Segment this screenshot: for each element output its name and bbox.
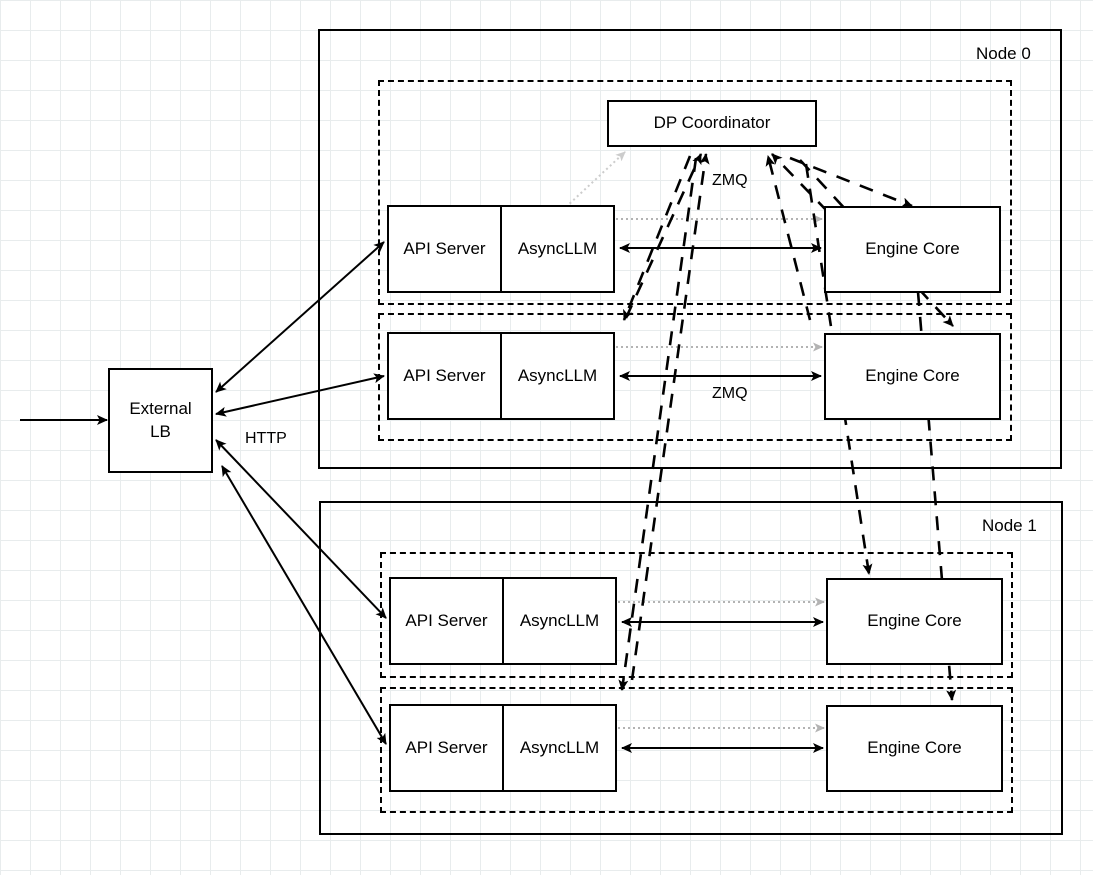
- dp-group-3: [380, 687, 1013, 813]
- zmq-edge-label-0: ZMQ: [712, 172, 748, 189]
- dp-coordinator-box: DP Coordinator: [607, 100, 817, 147]
- edge-lb-to-api-3: [221, 465, 387, 745]
- dp-group-0: [378, 80, 1012, 305]
- api-server-label-3: API Server: [391, 706, 504, 790]
- external-lb-box: External LB: [108, 368, 213, 473]
- engine-core-0: Engine Core: [824, 206, 1001, 293]
- external-lb-label-line1: External: [129, 398, 192, 418]
- zmq-edge-label-1: ZMQ: [712, 385, 748, 402]
- edge-lb-to-api-0: [215, 241, 385, 393]
- node-1-container: [319, 501, 1063, 835]
- asyncllm-label-0: AsyncLLM: [517, 239, 598, 258]
- engine-core-1: Engine Core: [824, 333, 1001, 420]
- edge-zmq-engine0-coordinator: [771, 153, 829, 213]
- api-server-unit-0: API Server AsyncLLM: [387, 205, 615, 293]
- api-server-label-2: API Server: [391, 579, 504, 663]
- node-1-label: Node 1: [982, 516, 1037, 535]
- engine-core-3: Engine Core: [826, 705, 1003, 792]
- asyncllm-label-3: AsyncLLM: [519, 738, 600, 757]
- api-server-label-0: API Server: [389, 207, 502, 291]
- dp-group-1: [378, 313, 1012, 441]
- api-server-unit-1: API Server AsyncLLM: [387, 332, 615, 420]
- asyncllm-label-1: AsyncLLM: [517, 366, 598, 385]
- edge-zmq-coordinator-async1: [622, 155, 692, 321]
- api-server-label-1: API Server: [389, 334, 502, 418]
- edge-zmq-async1-coordinator: [624, 153, 703, 319]
- engine-core-2: Engine Core: [826, 578, 1003, 665]
- edge-zmq-engine1-coordinator: [765, 155, 812, 321]
- api-server-unit-2: API Server AsyncLLM: [389, 577, 617, 665]
- edge-dotted-async-coordinator-0: [565, 151, 626, 208]
- api-server-unit-3: API Server AsyncLLM: [389, 704, 617, 792]
- external-lb-label-line2: LB: [150, 421, 171, 441]
- node-0-container: [318, 29, 1062, 469]
- edge-zmq-async2-coordinator: [630, 153, 710, 681]
- asyncllm-label-2: AsyncLLM: [519, 611, 600, 630]
- dp-group-2: [380, 552, 1013, 678]
- http-edge-label: HTTP: [245, 430, 287, 447]
- edge-zmq-coordinator-engine0: [789, 156, 913, 208]
- node-0-label: Node 0: [976, 44, 1031, 63]
- edge-zmq-engine-node1-down: [916, 291, 957, 701]
- edge-lb-to-api-1: [215, 373, 385, 417]
